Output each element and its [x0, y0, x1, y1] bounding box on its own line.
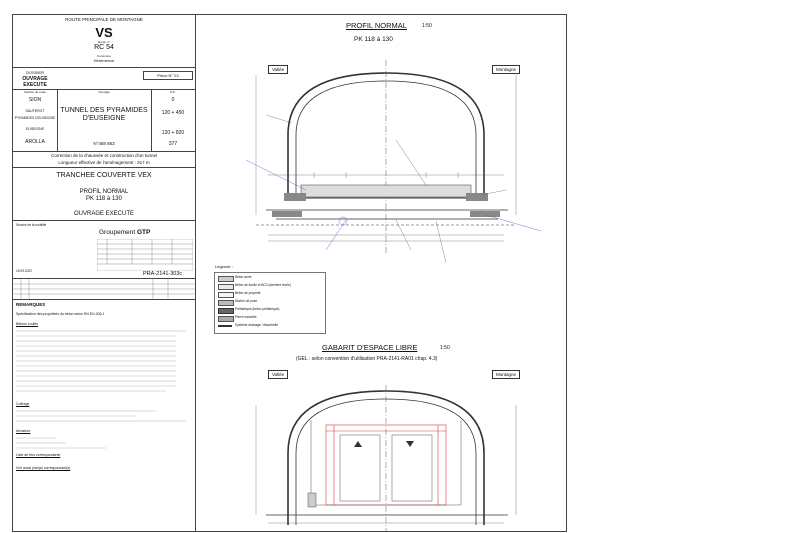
- legend-swatch-2: [218, 292, 234, 298]
- pk-2: 120 + 820: [161, 130, 185, 136]
- legend-swatch-6: [218, 325, 232, 327]
- coffrage-label: Coffrage: [16, 402, 30, 406]
- title-block: ROUTE PRINCIPALE DE MONTAGNE VS Route n°…: [13, 15, 196, 531]
- pk-start: 0: [171, 97, 175, 103]
- spec-line: Spécification des propriétés du béton se…: [16, 312, 105, 316]
- tranchee-title: TRANCHEE COUVERTE VEX: [56, 172, 152, 179]
- legend-item-0: Béton armé: [235, 275, 252, 279]
- legend-swatch-3: [218, 300, 234, 306]
- revision-table: [97, 239, 193, 271]
- section-euseigne: EUSEIGNE: [25, 127, 45, 131]
- piece-number: Pièce N° 23: [143, 71, 193, 80]
- profil-normal-drawing: [245, 60, 542, 264]
- drawing-area: PROFIL NORMAL 1:50 PK 118 à 130 Vallée M…: [196, 15, 566, 531]
- length-description: Longueur effective de l'aménagement : 31…: [58, 160, 150, 165]
- pk-1: 120 + 450: [161, 110, 185, 116]
- plan-pk: PK 118 à 130: [86, 196, 122, 202]
- legend-swatch-1: [218, 284, 234, 290]
- remarks-title: REMARQUES: [16, 302, 46, 307]
- plan-status: OUVRAGE EXECUTE: [73, 211, 134, 217]
- section-sauterot: SAUTEROT: [25, 109, 45, 113]
- legend-item-1: Béton de fouille et BC2 (dernière levée): [235, 283, 291, 287]
- armature-label: Armature: [16, 429, 31, 433]
- fers-label: Liste de fers correspondante: [16, 453, 61, 457]
- profil-title: PROFIL NORMAL: [346, 21, 407, 30]
- legend-item-6: Système drainage / étanchéité: [235, 323, 279, 327]
- profil-montagne: Montagne: [492, 65, 521, 74]
- gabarit-drawing: [255, 385, 517, 531]
- legend-title: Légende :: [215, 264, 233, 269]
- legend-swatch-0: [218, 276, 234, 282]
- works-description: Correction de la chaussée et constructio…: [51, 153, 157, 158]
- section-sion: SION: [28, 97, 42, 103]
- plans-label: Voir aussi plan(s) correspondant(s): [16, 466, 71, 470]
- legend-item-2: Béton de propreté: [235, 291, 261, 295]
- client-label: ROUTE PRINCIPALE DE MONTAGNE: [65, 17, 143, 22]
- pk-label: P.K.: [170, 90, 176, 94]
- legend-item-3: Mortier de pose: [235, 299, 258, 303]
- drawing-sheet: ROUTE PRINCIPALE DE MONTAGNE VS Route n°…: [12, 14, 567, 532]
- route-number: RC 54: [94, 44, 114, 51]
- beton-label: Bétons coulés: [16, 322, 38, 326]
- modification-table: [13, 279, 195, 299]
- gabarit-title: GABARIT D'ESPACE LIBRE: [322, 343, 418, 352]
- ouvrage-number: N°468 863: [93, 141, 115, 146]
- canton: VS: [95, 25, 113, 40]
- legend-swatch-4: [218, 308, 234, 314]
- dossier-value: OUVRAGE EXECUTE: [22, 76, 48, 88]
- profil-pk: PK 118 à 130: [354, 36, 393, 43]
- armature-notes: [16, 437, 106, 449]
- legend-item-5: Pierre naturelle: [235, 315, 257, 319]
- gabarit-scale: 1:50: [440, 345, 450, 351]
- section-arolla: AROLLA: [25, 139, 45, 145]
- gabarit-vallee: Vallée: [268, 370, 289, 379]
- gabarit-montagne: Montagne: [492, 370, 521, 379]
- gabarit-subtitle: (GEL : selon convention d'utilisation PR…: [296, 356, 438, 362]
- pk-end: 377: [168, 141, 178, 147]
- profil-vallee: Vallée: [268, 65, 289, 74]
- coffrage-notes: [16, 410, 186, 422]
- route-label: Route n°: [98, 40, 110, 44]
- issue-date: 15.09.2022: [16, 269, 32, 273]
- plan-title: PROFIL NORMAL: [79, 189, 129, 195]
- ouvrage-name: TUNNEL DES PYRAMIDES D'EUSEIGNE: [60, 107, 148, 122]
- ouvrage-label: Ouvrage: [98, 90, 110, 94]
- concrete-spec-table: [16, 330, 186, 392]
- commune: Hérémence: [93, 58, 115, 63]
- section-pyramides: PYRAMIDES D'EUSEIGNE: [14, 116, 56, 120]
- legend-box: Béton armé Béton de fouille et BC2 (dern…: [214, 272, 326, 334]
- group-label: Groupement GTP: [99, 229, 151, 236]
- legend-item-4: Préfabriqué (béton préfabriqué): [235, 307, 280, 311]
- dossier-label: DOSSIER: [25, 70, 44, 75]
- commune-label: Commune: [97, 54, 111, 58]
- legend-swatch-5: [218, 316, 234, 322]
- drawing-number: PRA-2141-303c: [143, 271, 183, 277]
- section-label: Section de route: [24, 90, 46, 94]
- office-label: Service de la mobilité: [16, 223, 47, 227]
- profil-scale: 1:50: [422, 23, 432, 29]
